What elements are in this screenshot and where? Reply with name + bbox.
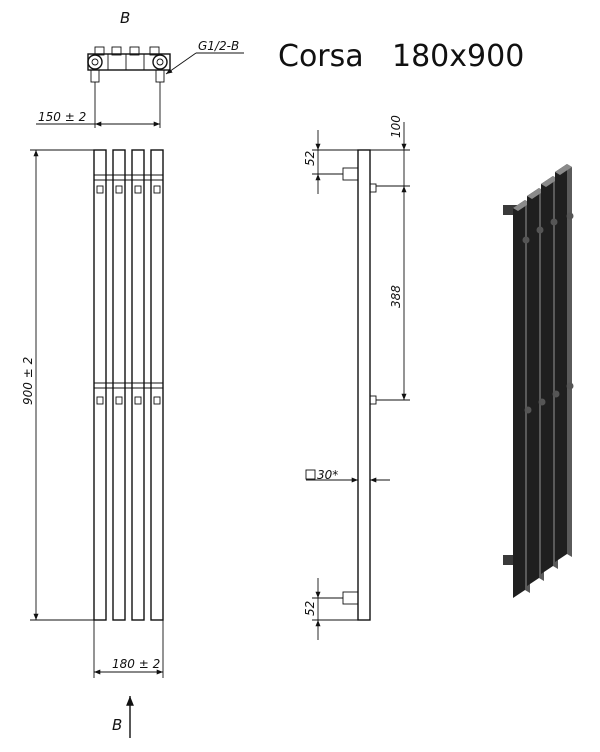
bracket-bottom (342, 591, 359, 605)
connection-right-icon (152, 54, 168, 70)
square-profile-icon (305, 469, 316, 480)
view-label-top: B (120, 9, 130, 27)
connection-spacing-label: 150 ± 2 (38, 110, 86, 124)
width-label: 180 ± 2 (112, 657, 160, 671)
side-tube (357, 149, 371, 621)
profile-size-label: 30* (317, 468, 338, 482)
bracket-top (342, 167, 359, 181)
bracket-offset-top-label: 52 (303, 151, 317, 166)
view-label-bottom: B (112, 716, 122, 734)
front-view: 900 ± 2 180 ± 2 B (21, 149, 164, 738)
tube-1 (93, 149, 107, 621)
model-name: Corsa (278, 39, 364, 74)
thread-label: G1/2-B (198, 39, 239, 53)
tube-2 (112, 149, 126, 621)
bracket-spacing-label: 388 (389, 285, 403, 308)
bracket-offset-bottom-label: 52 (303, 601, 317, 616)
side-view: 100 388 52 52 30* (303, 115, 410, 640)
top-view: B G1/2-B 150 ± 2 (36, 9, 244, 128)
top-view-body (87, 53, 171, 71)
model-size: 180x900 (392, 39, 524, 74)
radiator-render (503, 164, 574, 598)
tube-3 (131, 149, 145, 621)
height-label: 900 ± 2 (21, 357, 35, 405)
title-group: Corsa 180x900 (278, 39, 524, 74)
top-offset-label: 100 (389, 115, 403, 138)
tube-4 (150, 149, 164, 621)
connection-left-icon (87, 54, 103, 70)
